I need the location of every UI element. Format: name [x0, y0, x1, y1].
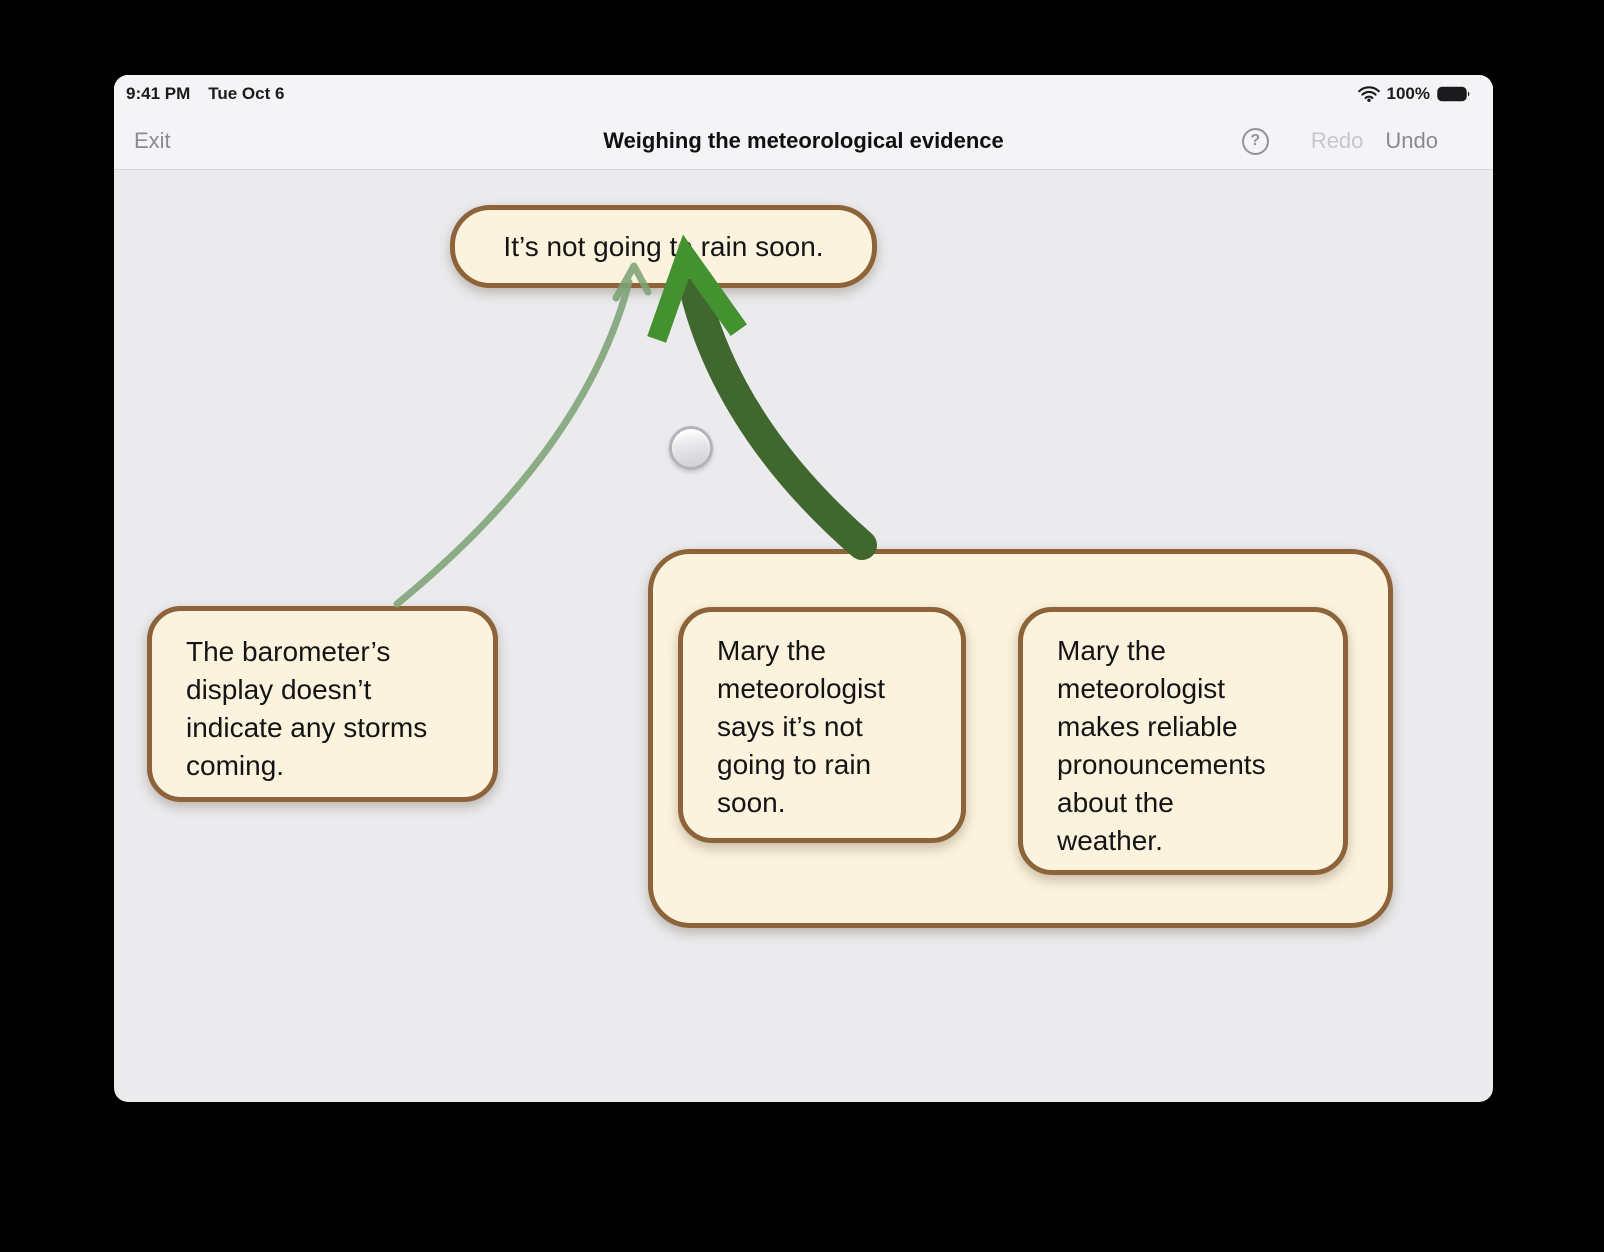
premise-text: The barometer’s display doesn’t indicate…: [186, 636, 428, 781]
navigation-bar: Weighing the meteorological evidence Exi…: [114, 113, 1493, 170]
premise-group-card[interactable]: Mary the meteorologist says it’s not goi…: [648, 549, 1393, 928]
premise-text: Mary the meteorologist makes reliable pr…: [1057, 635, 1266, 856]
question-mark-icon: ?: [1250, 132, 1261, 149]
ipad-screen: 9:41 PM Tue Oct 6 100% Weighing the mete…: [114, 75, 1493, 1102]
premise-card-mary-says[interactable]: Mary the meteorologist says it’s not goi…: [678, 607, 966, 843]
connector-drag-handle[interactable]: [669, 426, 713, 470]
premise-card-mary-reliable[interactable]: Mary the meteorologist makes reliable pr…: [1018, 607, 1348, 875]
weak-arrow-shaft[interactable]: [393, 278, 633, 608]
undo-button[interactable]: Undo: [1385, 128, 1438, 153]
redo-button[interactable]: Redo: [1310, 128, 1364, 153]
conclusion-card[interactable]: It’s not going to rain soon.: [450, 205, 877, 288]
date-label: Tue Oct 6: [208, 84, 285, 103]
battery-icon: [1437, 86, 1470, 102]
strong-arrow-head[interactable]: [647, 234, 747, 343]
help-button[interactable]: ?: [1241, 127, 1269, 155]
wifi-icon: [1357, 86, 1380, 102]
arrow-layer: [393, 234, 877, 608]
premise-text: Mary the meteorologist says it’s not goi…: [717, 635, 886, 818]
weak-arrow-head[interactable]: [612, 262, 652, 302]
status-indicators: 100%: [1357, 84, 1471, 104]
conclusion-text: It’s not going to rain soon.: [503, 230, 824, 262]
clock-label: 9:41 PM: [126, 84, 191, 103]
strong-evidence-arrow[interactable]: [647, 234, 877, 560]
battery-percent-label: 100%: [1386, 84, 1430, 103]
status-time-date: 9:41 PM Tue Oct 6: [126, 84, 284, 104]
status-bar: 9:41 PM Tue Oct 6 100%: [114, 75, 1493, 113]
weak-evidence-arrow[interactable]: [393, 262, 652, 608]
exit-button[interactable]: Exit: [134, 128, 171, 153]
argument-map-canvas[interactable]: It’s not going to rain soon. The baromet…: [114, 170, 1493, 1102]
premise-card-barometer[interactable]: The barometer’s display doesn’t indicate…: [147, 606, 498, 802]
strong-arrow-shaft[interactable]: [680, 277, 877, 560]
